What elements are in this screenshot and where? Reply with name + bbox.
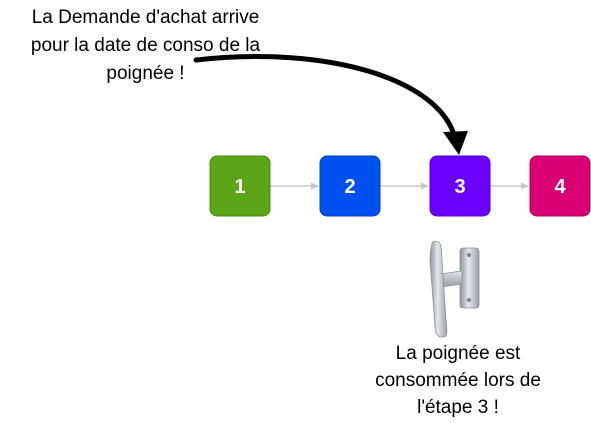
step-2[interactable]: 2 <box>319 155 381 217</box>
step-1[interactable]: 1 <box>209 155 271 217</box>
step-4-box <box>529 155 591 217</box>
step-3-label: 3 <box>454 176 465 198</box>
step-1-label: 1 <box>234 176 245 198</box>
step-4[interactable]: 4 <box>529 155 591 217</box>
caption-line-1: La poignée est <box>395 343 521 364</box>
step-4-label: 4 <box>554 176 566 198</box>
callout-line-1: La Demande d'achat arrive <box>31 7 260 28</box>
step-1-box <box>209 155 271 217</box>
step-2-label: 2 <box>344 176 355 198</box>
pointer-arrow-head <box>443 131 468 155</box>
callout-line-3: poignée ! <box>106 63 185 84</box>
step-3-box <box>429 155 491 217</box>
purchase-request-callout: La Demande d'achat arrive pour la date d… <box>0 4 291 88</box>
callout-line-2: pour la date de conso de la <box>30 35 261 56</box>
step-2-box <box>319 155 381 217</box>
pointer-arrow-curve <box>193 54 458 141</box>
door-handle-icon <box>429 240 480 338</box>
step-3[interactable]: 3 <box>429 155 491 217</box>
caption-line-3: l'étape 3 ! <box>417 397 499 418</box>
handle-consumption-caption: La poignée est consommée lors de l'étape… <box>358 340 558 421</box>
caption-line-2: consommée lors de <box>375 370 541 391</box>
